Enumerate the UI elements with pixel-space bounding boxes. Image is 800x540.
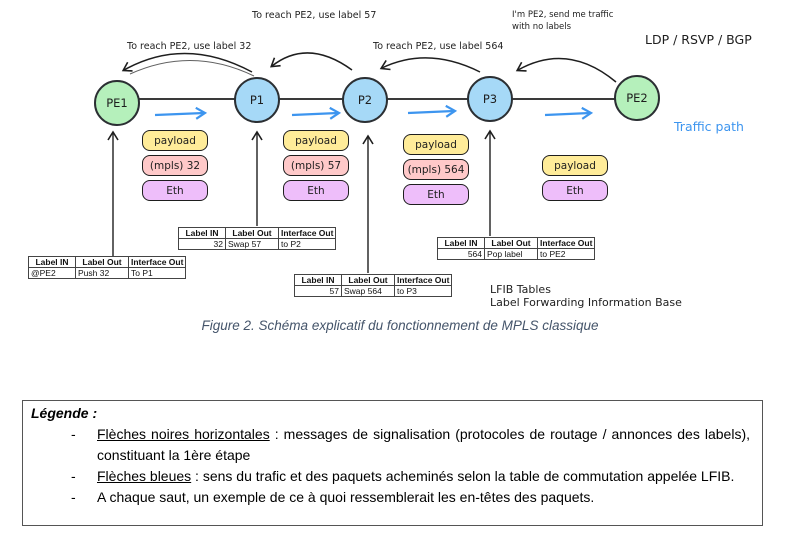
lfib-cell-label-in: 32 xyxy=(178,238,226,250)
annotation-pe2-line2: with no labels xyxy=(512,22,572,32)
packet-stack-p3-pe2: payload Eth xyxy=(542,155,608,201)
lfib-cell-interface-out: to P2 xyxy=(277,238,337,250)
lfib-cell-label-in: 57 xyxy=(294,285,342,297)
node-p2: P2 xyxy=(342,77,388,123)
lfib-table-p2: Label IN Label Out Interface Out 57 Swap… xyxy=(294,274,453,297)
lfib-cell-interface-out: To P1 xyxy=(127,267,187,279)
layer-payload: payload xyxy=(283,130,349,151)
legend-item-rest: : sens du trafic et des paquets acheminé… xyxy=(191,468,735,484)
annotation-pe2-line1: I'm PE2, send me traffic xyxy=(512,10,614,20)
legend-bullet: - xyxy=(71,426,76,442)
packet-stack-p1-p2: payload (mpls) 57 Eth xyxy=(283,130,349,201)
annotation-lfib-line1: LFIB Tables xyxy=(490,283,551,296)
node-p1: P1 xyxy=(234,77,280,123)
node-p1-label: P1 xyxy=(249,93,265,107)
layer-mpls: (mpls) 57 xyxy=(283,155,349,176)
lfib-header-label-in: Label IN xyxy=(178,227,226,239)
lfib-header-label-in: Label IN xyxy=(294,274,342,286)
annotation-label-57: To reach PE2, use label 57 xyxy=(252,10,377,21)
signaling-arrow-p1-to-pe1-sketch xyxy=(129,60,255,77)
layer-eth: Eth xyxy=(283,180,349,201)
traffic-arrow-p1-p2 xyxy=(291,106,342,120)
legend-item-lead: Flèches bleues xyxy=(97,468,192,484)
packet-stack-p2-p3: payload (mpls) 564 Eth xyxy=(403,134,469,205)
legend-bullet: - xyxy=(71,489,76,505)
traffic-arrow-p3-pe2 xyxy=(544,106,594,120)
lfib-table-pe1: Label IN Label Out Interface Out @PE2 Pu… xyxy=(28,256,187,279)
lfib-cell-label-out: Swap 564 xyxy=(341,285,395,297)
node-pe2-label: PE2 xyxy=(626,91,648,105)
annotation-label-564: To reach PE2, use label 564 xyxy=(373,41,504,52)
legend-item-rest: A chaque saut, un exemple de ce à quoi r… xyxy=(97,489,595,505)
lfib-cell-label-out: Swap 57 xyxy=(225,238,279,250)
lfib-cell-label-in: @PE2 xyxy=(28,267,76,279)
lfib-cell-label-out: Pop label xyxy=(484,248,538,260)
legend-item: - Flèches noires horizontales : messages… xyxy=(31,424,752,466)
figure-caption: Figure 2. Schéma explicatif du fonctionn… xyxy=(201,318,599,333)
diagram-arrows-layer xyxy=(107,52,637,273)
layer-payload: payload xyxy=(542,155,608,176)
node-p3-label: P3 xyxy=(482,92,498,106)
legend-title: Légende : xyxy=(31,405,98,421)
node-pe1: PE1 xyxy=(94,80,140,126)
lfib-header-label-out: Label Out xyxy=(341,274,395,286)
annotation-label-32: To reach PE2, use label 32 xyxy=(127,41,252,52)
legend-item-text: Flèches noires horizontales : messages d… xyxy=(97,424,752,466)
legend-item: - A chaque saut, un exemple de ce à quoi… xyxy=(31,487,752,508)
lfib-header-interface-out: Interface Out xyxy=(393,274,453,286)
annotation-traffic-path: Traffic path xyxy=(674,119,744,134)
signaling-arrow-p2-to-p1 xyxy=(270,52,353,71)
legend-item-rest: : messages de signalisation (protocoles … xyxy=(97,426,751,463)
legend-item-text: Flèches bleues : sens du trafic et des p… xyxy=(97,466,752,487)
packet-stack-pe1-p1: payload (mpls) 32 Eth xyxy=(142,130,208,201)
legend-bullet: - xyxy=(71,468,76,484)
node-pe1-label: PE1 xyxy=(106,96,128,110)
signaling-arrow-pe2-to-p3 xyxy=(515,57,617,83)
lfib-table-p3: Label IN Label Out Interface Out 564 Pop… xyxy=(437,237,596,260)
layer-payload: payload xyxy=(142,130,208,151)
layer-payload: payload xyxy=(403,134,469,155)
layer-eth: Eth xyxy=(542,180,608,201)
annotation-pe2-no-labels: I'm PE2, send me traffic with no labels xyxy=(512,9,613,33)
legend-item: - Flèches bleues : sens du trafic et des… xyxy=(31,466,752,487)
layer-mpls: (mpls) 564 xyxy=(403,159,469,180)
traffic-arrow-p2-p3 xyxy=(407,104,458,118)
legend-item-text: A chaque saut, un exemple de ce à quoi r… xyxy=(97,487,752,508)
node-p3: P3 xyxy=(467,76,513,122)
node-p2-label: P2 xyxy=(357,93,373,107)
signaling-arrow-p3-to-p2 xyxy=(379,57,481,73)
layer-eth: Eth xyxy=(142,180,208,201)
lfib-header-label-out: Label Out xyxy=(225,227,279,239)
annotation-protocols: LDP / RSVP / BGP xyxy=(645,32,752,47)
annotation-lfib: LFIB Tables Label Forwarding Information… xyxy=(490,283,682,309)
lfib-table-p1: Label IN Label Out Interface Out 32 Swap… xyxy=(178,227,337,250)
lfib-cell-interface-out: to PE2 xyxy=(536,248,596,260)
layer-mpls: (mpls) 32 xyxy=(142,155,208,176)
lfib-header-label-out: Label Out xyxy=(484,237,538,249)
legend-item-lead: Flèches noires horizontales xyxy=(97,426,270,442)
legend-box: Légende : - Flèches noires horizontales … xyxy=(22,400,763,526)
lfib-header-label-in: Label IN xyxy=(437,237,485,249)
lfib-cell-interface-out: to P3 xyxy=(393,285,453,297)
lfib-header-label-out: Label Out xyxy=(75,256,129,268)
lfib-header-label-in: Label IN xyxy=(28,256,76,268)
lfib-cell-label-in: 564 xyxy=(437,248,485,260)
lfib-cell-label-out: Push 32 xyxy=(75,267,129,279)
lfib-header-interface-out: Interface Out xyxy=(277,227,337,239)
annotation-lfib-line2: Label Forwarding Information Base xyxy=(490,296,682,309)
layer-eth: Eth xyxy=(403,184,469,205)
lfib-header-interface-out: Interface Out xyxy=(536,237,596,249)
lfib-header-interface-out: Interface Out xyxy=(127,256,187,268)
traffic-arrow-pe1-p1 xyxy=(154,106,208,120)
node-pe2: PE2 xyxy=(614,75,660,121)
signaling-arrow-p1-to-pe1 xyxy=(121,52,253,73)
